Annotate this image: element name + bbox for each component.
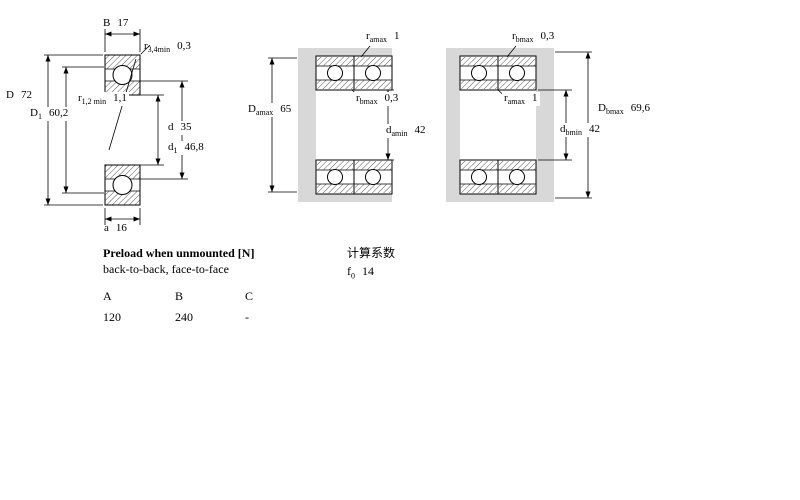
figure-right-pair [446, 48, 554, 202]
preload-value-c: - [245, 310, 249, 324]
preload-heading: Preload when unmounted [N] [103, 246, 255, 260]
preload-subheading: back-to-back, face-to-face [103, 262, 229, 276]
preload-value-a: 120 [103, 310, 121, 324]
dim-symbol: B [103, 17, 111, 29]
dim-label-B: B 17 [103, 17, 128, 31]
preload-col-c: C [245, 289, 254, 303]
preload-value-b: 240 [175, 310, 193, 324]
figure-middle-pair [298, 48, 393, 202]
dimension-lines-left [44, 29, 188, 225]
preload-col-b: B [175, 289, 184, 303]
figure-left-bearing [104, 54, 141, 206]
calculation-factors-heading: 计算系数 [347, 246, 396, 260]
preload-col-a: A [103, 289, 112, 303]
dim-value: 17 [117, 17, 129, 29]
